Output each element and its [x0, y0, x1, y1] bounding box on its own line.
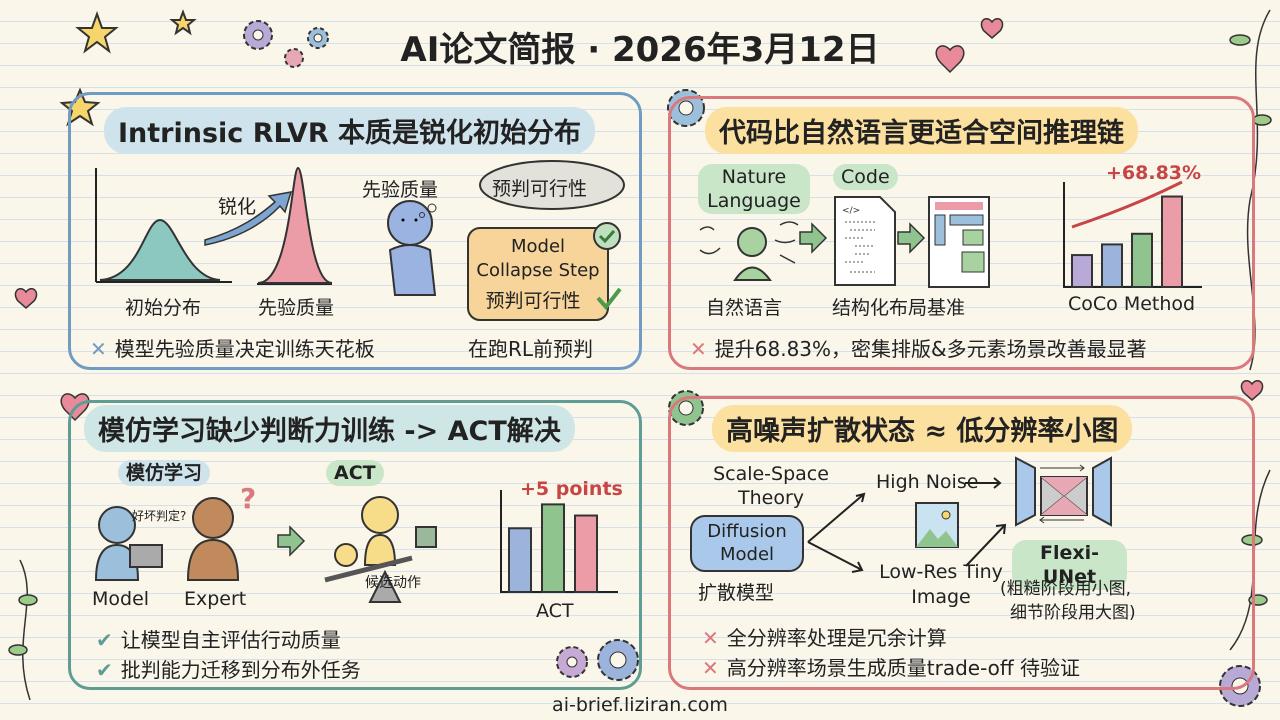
check-icon [596, 287, 622, 311]
check-icon: ✔ [96, 658, 113, 682]
svg-text:</>: </> [842, 206, 860, 216]
prior-quality-label: 先验质量 [258, 297, 335, 319]
trend-arrow-icon [1071, 180, 1183, 229]
coco-bar-chart [1063, 180, 1202, 289]
chart-bar [574, 514, 598, 593]
chart-caption: CoCo Method [1068, 293, 1196, 315]
heart-icon [1240, 380, 1264, 401]
cross-icon: ✕ [690, 337, 707, 361]
speech-label: 好坏判定? [132, 509, 187, 523]
panel-diffusion [668, 396, 1255, 690]
prior-distribution-plot [257, 166, 333, 285]
panel-intrinsic-rlvr [68, 92, 642, 370]
act-tag: ACT [326, 460, 384, 486]
model-collapse-box [467, 222, 622, 321]
diffusion-model-label: Diffusion Model [707, 521, 787, 565]
thought-label: 预判可行性 [492, 178, 588, 200]
arrow-right-icon [277, 525, 306, 557]
panel-title: 代码比自然语言更适合空间推理链 [705, 107, 1138, 154]
cross-icon: ✕ [702, 626, 719, 650]
code-tag: Code [833, 164, 898, 190]
chart-caption: ACT [536, 600, 574, 622]
thinker-label: 先验质量 [362, 179, 439, 201]
thought-cloud-icon [419, 160, 625, 218]
chart-bar [541, 503, 565, 593]
chart-axes [1063, 182, 1202, 288]
check-icon: ✔ [96, 628, 113, 652]
diffusion-model-box [690, 515, 804, 572]
star-icon [75, 11, 119, 54]
bullet: ✕提升68.83%，密集排版&多元素场景改善最显著 [690, 337, 1147, 361]
star-icon [169, 9, 197, 36]
image-icon [915, 502, 959, 548]
candidate-label: 候选动作 [365, 575, 421, 591]
gain-label: +68.83% [1106, 162, 1202, 184]
gear-icon [307, 27, 329, 49]
gear-icon [556, 646, 588, 678]
sharpen-arrow-icon [204, 191, 293, 246]
gain-label: +5 points [520, 478, 623, 500]
panel-act [68, 400, 642, 690]
high-noise-label: High Noise [876, 471, 979, 493]
bullet: ✕模型先验质量决定训练天花板 [90, 337, 375, 361]
nature-language-tag: Nature Language [698, 164, 810, 214]
question-mark-icon: ? [240, 482, 256, 515]
panel-title: 高噪声扩散状态 ≈ 低分辨率小图 [712, 405, 1133, 452]
unet-icon [1015, 456, 1112, 527]
cross-icon: ✕ [90, 337, 107, 361]
nl-caption: 自然语言 [706, 297, 783, 319]
imitation-tag: 模仿学习 [118, 460, 211, 486]
model-label: Model [92, 588, 150, 610]
diffusion-cn-label: 扩散模型 [698, 582, 775, 604]
balance-act-icon [324, 496, 437, 603]
initial-distribution-plot [95, 168, 232, 283]
bullet: ✕全分辨率处理是冗余计算 [702, 626, 947, 650]
arrows [807, 477, 1007, 573]
unet-note-2: 细节阶段用大图) [1010, 603, 1136, 623]
confused-person-icon [699, 221, 799, 281]
sharpen-label: 锐化 [218, 196, 257, 218]
footer-site: ai-brief.liziran.com [552, 694, 728, 716]
theory-label: Scale-Space Theory [713, 463, 829, 509]
unet-note-1: (粗糙阶段用小图, [1000, 579, 1132, 599]
arrow-right-icon [897, 222, 926, 254]
panel-code-reasoning [668, 96, 1255, 370]
box-line-3: 预判可行性 [485, 290, 581, 312]
code-document-icon: </> [834, 196, 896, 286]
box-line-2: Collapse Step [476, 260, 600, 281]
model-person-icon [94, 506, 163, 581]
bullet: ✔批判能力迁移到分布外任务 [96, 658, 361, 682]
act-bar-chart [500, 490, 618, 593]
chart-bar [1161, 195, 1183, 288]
initial-distribution-label: 初始分布 [125, 297, 202, 319]
thinking-person-icon [387, 200, 437, 296]
expert-person-icon: ? [186, 482, 256, 581]
page-title: AI论文简报 · 2026年3月12日 [400, 30, 880, 70]
chart-bar [1071, 254, 1093, 289]
layout-caption: 结构化布局基准 [832, 297, 966, 319]
arrow-right-icon [799, 222, 828, 254]
panel-title: Intrinsic RLVR 本质是锐化初始分布 [104, 107, 596, 154]
box-line-1: Model [510, 236, 566, 257]
chart-bar [508, 527, 532, 593]
expert-label: Expert [184, 588, 247, 610]
gear-icon [243, 20, 273, 50]
bullet: ✔让模型自主评估行动质量 [96, 628, 341, 652]
check-icon [598, 229, 616, 244]
heart-icon [14, 288, 38, 309]
low-res-label: Low-Res Tiny Image [879, 561, 1003, 608]
cross-icon: ✕ [702, 656, 719, 680]
gear-icon [284, 48, 304, 68]
layout-document-icon [928, 196, 990, 288]
flexi-unet-tag: Flexi-UNet [1012, 540, 1127, 590]
chart-bar [1131, 232, 1153, 289]
panel-title: 模仿学习缺少判断力训练 -> ACT解决 [84, 405, 575, 452]
note-label: 在跑RL前预判 [468, 337, 594, 361]
bullet: ✕高分辨率场景生成质量trade-off 待验证 [702, 656, 1081, 680]
heart-icon [935, 45, 965, 74]
chart-bar [1101, 243, 1123, 289]
heart-icon [980, 18, 1004, 39]
